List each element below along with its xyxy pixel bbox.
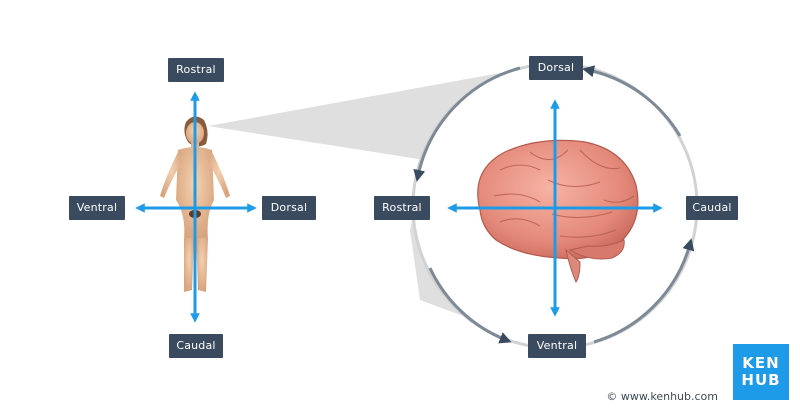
arc-arrow-top-left (413, 66, 521, 182)
logo-line-1: KEN (742, 354, 780, 372)
human-label-bottom: Caudal (169, 334, 223, 358)
logo-line-2: HUB (741, 371, 781, 389)
kenhub-logo: KEN HUB (733, 344, 789, 400)
brain-label-right: Caudal (686, 196, 738, 220)
arc-arrow-bottom-left (428, 267, 512, 344)
brain-label-bottom: Ventral (528, 334, 586, 358)
human-label-right: Dorsal (262, 196, 316, 220)
copyright-text: © www.kenhub.com (606, 390, 718, 403)
human-label-top: Rostral (168, 58, 224, 82)
brain-label-top: Dorsal (529, 56, 583, 80)
arc-arrow-bottom-right (593, 238, 695, 344)
human-label-left: Ventral (69, 196, 125, 220)
arc-arrow-top-right (582, 65, 682, 137)
brain-label-left: Rostral (374, 196, 430, 220)
